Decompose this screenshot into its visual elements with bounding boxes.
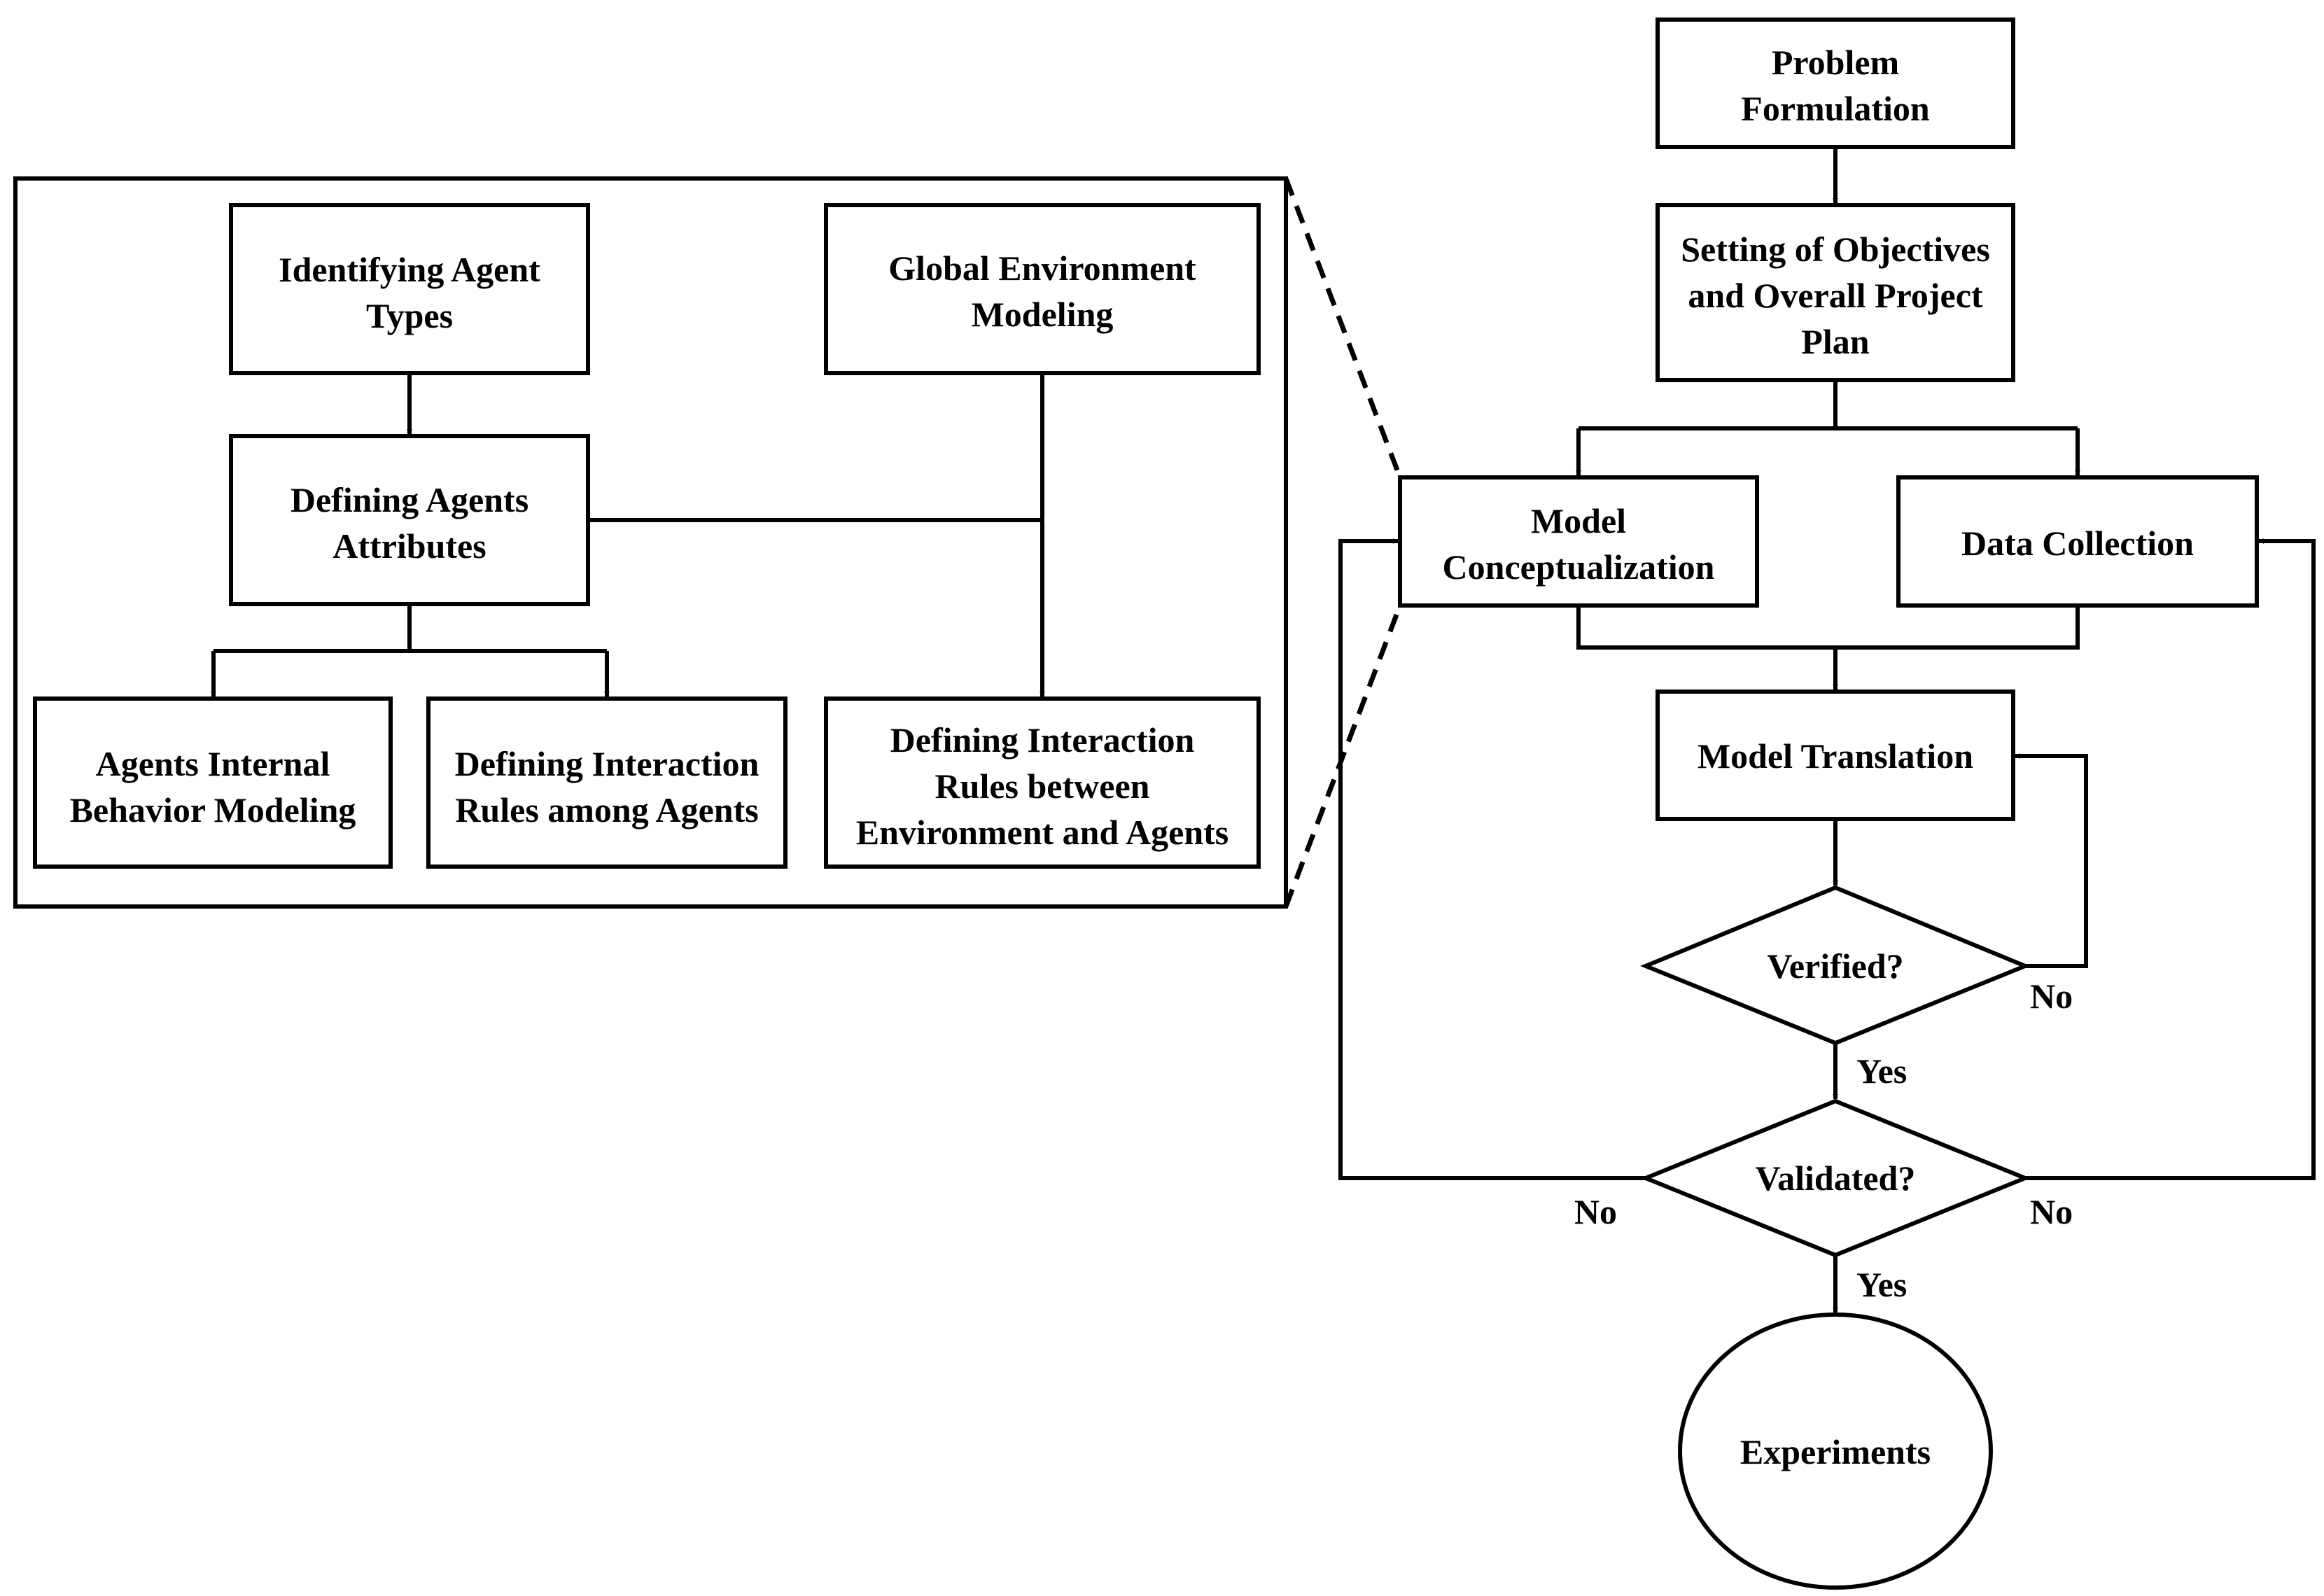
node-label-line: Rules among Agents	[455, 790, 758, 830]
node-model-conceptualization: Model Conceptualization	[1398, 475, 1759, 608]
edge-label-verified-yes: Yes	[1856, 1051, 1907, 1091]
node-experiments: Experiments	[1678, 1312, 1993, 1590]
node-label-line: Plan	[1801, 322, 1869, 361]
node-label-line: Environment and Agents	[856, 813, 1229, 852]
zoom-connector-bottom	[1283, 604, 1403, 908]
node-problem-formulation: Problem Formulation	[1656, 18, 2015, 149]
node-label-line: Types	[366, 296, 453, 335]
node-global-environment-modeling: Global Environment Modeling	[824, 203, 1261, 375]
node-data-collection: Data Collection	[1896, 475, 2259, 608]
node-label-line: and Overall Project	[1688, 276, 1983, 315]
node-label-line: Agents Internal	[96, 744, 330, 783]
node-identifying-agent-types: Identifying Agent Types	[229, 203, 590, 375]
node-label-line: Modeling	[972, 295, 1114, 334]
node-label-line: Attributes	[332, 526, 486, 566]
node-label-line: Defining Interaction	[455, 744, 760, 783]
edge-attributes-split	[214, 604, 607, 653]
node-label-line: Verified?	[1767, 946, 1903, 986]
node-verified-decision: Verified?	[1640, 885, 2031, 1046]
node-label-line: Validated?	[1756, 1158, 1916, 1198]
node-label-line: Problem	[1772, 43, 1899, 82]
zoom-connector-top	[1283, 177, 1403, 479]
node-interaction-rules-among-agents: Defining Interaction Rules among Agents	[426, 696, 788, 869]
edge-validated-no-to-data-collection	[2025, 538, 2316, 1180]
node-label-line: Data Collection	[1961, 524, 2194, 563]
detail-frame	[13, 176, 1288, 909]
edge-label-validated-no-right: No	[2030, 1192, 2073, 1231]
node-label-line: Defining Interaction	[890, 720, 1195, 760]
node-setting-objectives: Setting of Objectives and Overall Projec…	[1656, 203, 2015, 382]
node-label-line: Global Environment	[888, 248, 1196, 288]
node-label-line: Behavior Modeling	[70, 790, 356, 830]
edge-validated-no-to-conceptualization	[1338, 538, 1646, 1180]
edge-label-verified-no: No	[2030, 976, 2073, 1016]
node-label-line: Conceptualization	[1443, 547, 1715, 587]
node-label-line: Model Translation	[1698, 736, 1973, 776]
node-label-line: Experiments	[1740, 1432, 1931, 1471]
node-label-line: Rules between	[935, 766, 1150, 806]
node-validated-decision: Validated?	[1640, 1098, 2031, 1258]
node-model-translation: Model Translation	[1656, 690, 2015, 821]
node-label-line: Defining Agents	[290, 480, 528, 519]
edge-label-validated-no-left: No	[1574, 1192, 1617, 1231]
node-defining-agents-attributes: Defining Agents Attributes	[229, 434, 590, 606]
node-interaction-rules-environment: Defining Interaction Rules between Envir…	[824, 696, 1261, 869]
node-label-line: Formulation	[1741, 89, 1930, 128]
node-label-line: Setting of Objectives	[1681, 230, 1990, 269]
edge-verified-no-loop	[2015, 753, 2088, 968]
edge-merge-to-translation	[1576, 606, 2080, 690]
node-agents-internal-behavior: Agents Internal Behavior Modeling	[33, 696, 393, 869]
node-label-line: Identifying Agent	[279, 250, 540, 289]
edge-label-validated-yes: Yes	[1856, 1265, 1907, 1304]
edge-objectives-split	[1578, 380, 2078, 430]
node-label-line: Model	[1531, 501, 1626, 540]
